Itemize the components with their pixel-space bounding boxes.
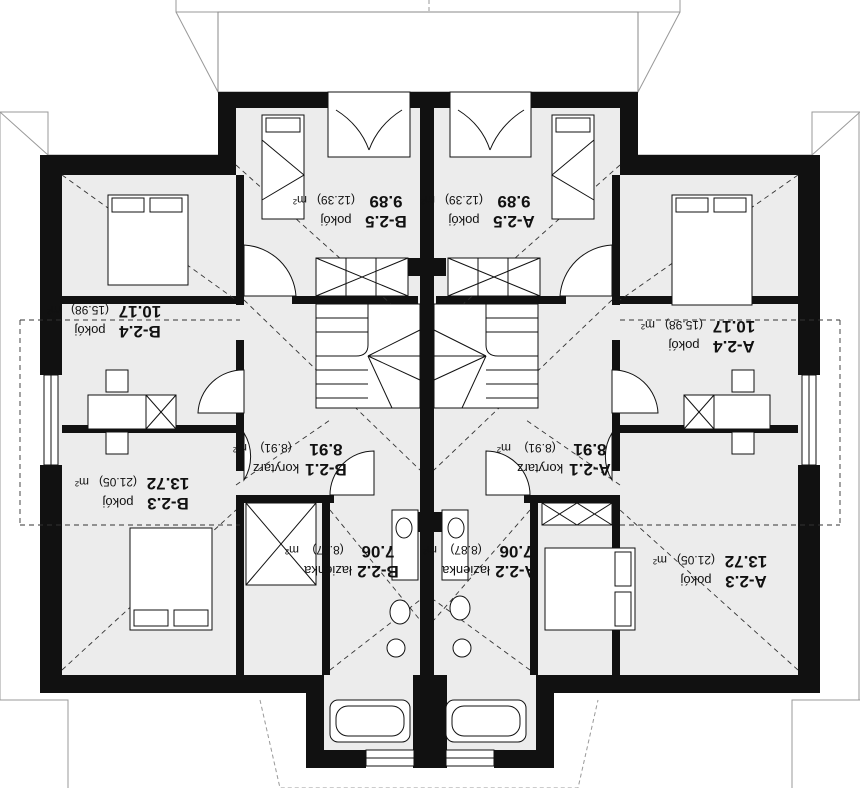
room-area: 13.72 <box>147 474 190 493</box>
room-area-unit: m² <box>233 441 247 455</box>
door-swings <box>197 244 659 496</box>
room-area-unit: m² <box>423 543 437 557</box>
room-code: B-2.2 <box>357 562 399 581</box>
room-area-gross: (12.39) <box>317 193 355 207</box>
bathroom-fixtures <box>329 509 527 743</box>
room-area-gross: (8.87) <box>312 543 343 557</box>
room-area: 9.89 <box>369 192 402 211</box>
room-area: 10.17 <box>119 302 162 321</box>
desks <box>87 369 771 455</box>
room-area-unit: m² <box>421 193 435 207</box>
room-area-gross: (8.91) <box>260 441 291 455</box>
room-label: A-2.5 pokój 9.89 (12.39) m² <box>421 192 535 231</box>
wardrobes <box>245 502 613 586</box>
room-code: A-2.4 <box>713 337 755 356</box>
room-area-unit: m² <box>293 193 307 207</box>
room-area-unit: m² <box>653 553 667 567</box>
room-area-gross: (21.05) <box>677 553 715 567</box>
room-code: B-2.5 <box>365 212 407 231</box>
room-name: pokój <box>448 213 479 228</box>
room-labels: A-2.1 korytarz 8.91 (8.91) m² A-2.2 łazienka 7.… <box>47 192 767 591</box>
room-area-unit: m² <box>47 303 61 317</box>
room-name: korytarz <box>517 461 563 476</box>
room-name: pokój <box>102 495 133 510</box>
room-name: pokój <box>74 323 105 338</box>
beds <box>107 114 753 631</box>
room-area: 7.06 <box>361 542 394 561</box>
room-area-unit: m² <box>497 441 511 455</box>
room-area-gross: (15.98) <box>665 318 703 332</box>
room-area-gross: (15.98) <box>71 303 109 317</box>
room-area: 9.89 <box>497 192 530 211</box>
room-area-unit: m² <box>641 318 655 332</box>
room-area-gross: (8.91) <box>524 441 555 455</box>
room-area: 13.72 <box>725 552 768 571</box>
room-area: 8.91 <box>573 440 606 459</box>
room-name: pokój <box>680 573 711 588</box>
room-label: A-2.4 pokój 10.17 (15.98) m² <box>641 317 755 356</box>
room-label: B-2.2 łazienka 7.06 (8.87) m² <box>285 542 399 581</box>
room-code: B-2.3 <box>147 494 189 513</box>
room-label: A-2.2 łazienka 7.06 (8.87) m² <box>423 542 537 581</box>
room-area-unit: m² <box>75 475 89 489</box>
room-area-gross: (8.87) <box>450 543 481 557</box>
room-label: B-2.1 korytarz 8.91 (8.91) m² <box>233 440 347 479</box>
room-code: B-2.1 <box>305 460 347 479</box>
room-name: pokój <box>668 338 699 353</box>
room-label: A-2.1 korytarz 8.91 (8.91) m² <box>497 440 611 479</box>
room-area: 8.91 <box>309 440 342 459</box>
room-name: korytarz <box>253 461 299 476</box>
room-name: pokój <box>320 213 351 228</box>
room-code: B-2.4 <box>119 322 161 341</box>
room-area-unit: m² <box>285 543 299 557</box>
room-area-gross: (21.05) <box>99 475 137 489</box>
windows <box>43 374 817 767</box>
room-code: A-2.1 <box>569 460 611 479</box>
room-label: B-2.4 pokój 10.17 (15.98) m² <box>47 302 161 341</box>
room-label: B-2.5 pokój 9.89 (12.39) m² <box>293 192 407 231</box>
room-area-gross: (12.39) <box>445 193 483 207</box>
dormer-roof <box>217 11 639 93</box>
room-area: 7.06 <box>499 542 532 561</box>
room-code: A-2.3 <box>725 572 767 591</box>
room-label: A-2.3 pokój 13.72 (21.05) m² <box>653 552 767 591</box>
room-area: 10.17 <box>713 317 756 336</box>
room-code: A-2.5 <box>493 212 535 231</box>
exterior-walls <box>40 92 820 768</box>
room-name: łazienka <box>441 563 489 578</box>
balcony-doors <box>327 91 532 158</box>
room-code: A-2.2 <box>495 562 537 581</box>
room-label: B-2.3 pokój 13.72 (21.05) m² <box>75 474 189 513</box>
room-name: łazienka <box>303 563 351 578</box>
staircases <box>315 257 541 409</box>
